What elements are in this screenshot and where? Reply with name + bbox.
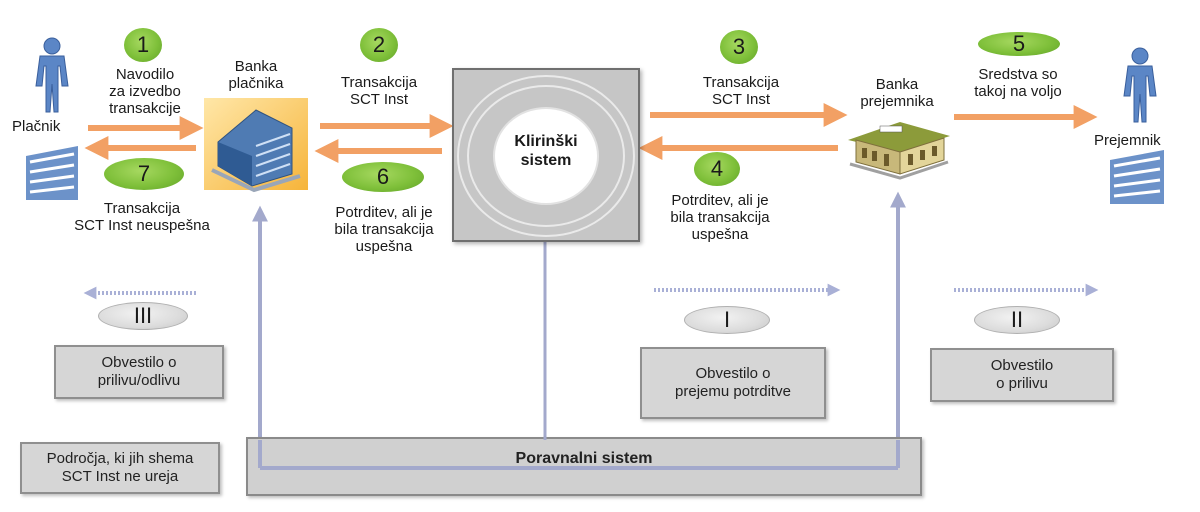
step-text-2: Transakcija SCT Inst — [340, 74, 418, 108]
step-badge-5: 5 — [978, 31, 1060, 56]
step-text-4: Potrditev, ali je bila transakcija uspeš… — [670, 192, 770, 243]
step-badge-2: 2 — [360, 28, 398, 62]
payer-label: Plačnik — [12, 118, 61, 135]
step-text-3: Transakcija SCT Inst — [702, 74, 780, 108]
notification-badge-III: III — [98, 302, 188, 330]
payee-office-building-icon — [1110, 150, 1164, 204]
legend-box-not-covered: Področja, ki jih shema SCT Inst ne ureja — [20, 442, 220, 494]
step-text-1: Navodilo za izvedbo transakcije — [109, 66, 181, 117]
step-badge-1: 1 — [124, 28, 162, 62]
notification-box-III: Obvestilo o prilivu/odlivu — [54, 345, 224, 399]
step-badge-3: 3 — [720, 30, 758, 64]
notification-box-I: Obvestilo o prejemu potrditve — [640, 347, 826, 419]
step-badge-4: 4 — [694, 152, 740, 186]
payer-bank-label: Banka plačnika — [228, 58, 284, 92]
settlement-system-label: Poravnalni sistem — [515, 450, 653, 467]
payer-bank-office-building-icon — [204, 98, 308, 193]
payee-label: Prejemnik — [1094, 132, 1161, 149]
step-badge-6: 6 — [342, 162, 424, 192]
notification-box-II: Obvestilo o prilivu — [930, 348, 1114, 402]
clearing-system-title: Klirinški sistem — [514, 133, 578, 169]
step-text-6: Potrditev, ali je bila transakcija uspeš… — [334, 204, 434, 255]
payer-office-building-icon — [26, 146, 78, 200]
payee-bank-label: Banka prejemnika — [860, 76, 934, 110]
notification-badge-I: I — [684, 306, 770, 334]
payee-bank-building-icon — [848, 122, 950, 180]
step-text-5: Sredstva so takoj na voljo — [974, 66, 1062, 100]
payer-person-icon — [35, 37, 69, 113]
step-text-7: Transakcija SCT Inst neuspešna — [74, 200, 210, 234]
payee-person-icon — [1123, 47, 1157, 123]
settlement-system-box: Poravnalni sistem — [246, 437, 922, 496]
step-badge-7: 7 — [104, 158, 184, 190]
notification-badge-II: II — [974, 306, 1060, 334]
